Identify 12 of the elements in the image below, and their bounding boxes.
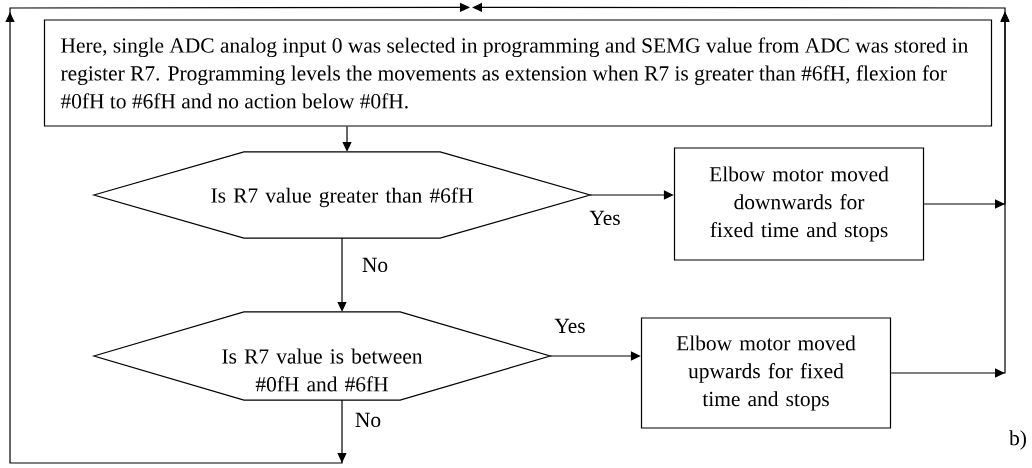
edge-label: No [360, 256, 390, 274]
edge-label: Yes [553, 317, 587, 335]
process-box: Elbow motor moved upwards for fixed time and stops [640, 317, 892, 429]
edge-label: No [353, 411, 383, 429]
process-box: Elbow motor moved downwards for fixed time and stops [673, 147, 925, 261]
arrow [549, 351, 641, 361]
arrow [5, 2, 470, 464]
arrow [342, 126, 352, 152]
arrow [337, 237, 347, 312]
text-box: Here, single ADC analog input 0 was selected in programming and SEMG value from ADC was stored in register R7. Programming levels the movements as extension when R7 is greater than #6fH, flexion for #0fH to #6fH and no action below #0fH. [43, 19, 993, 127]
panel-label: b) [1009, 430, 1026, 450]
arrow [589, 190, 674, 200]
